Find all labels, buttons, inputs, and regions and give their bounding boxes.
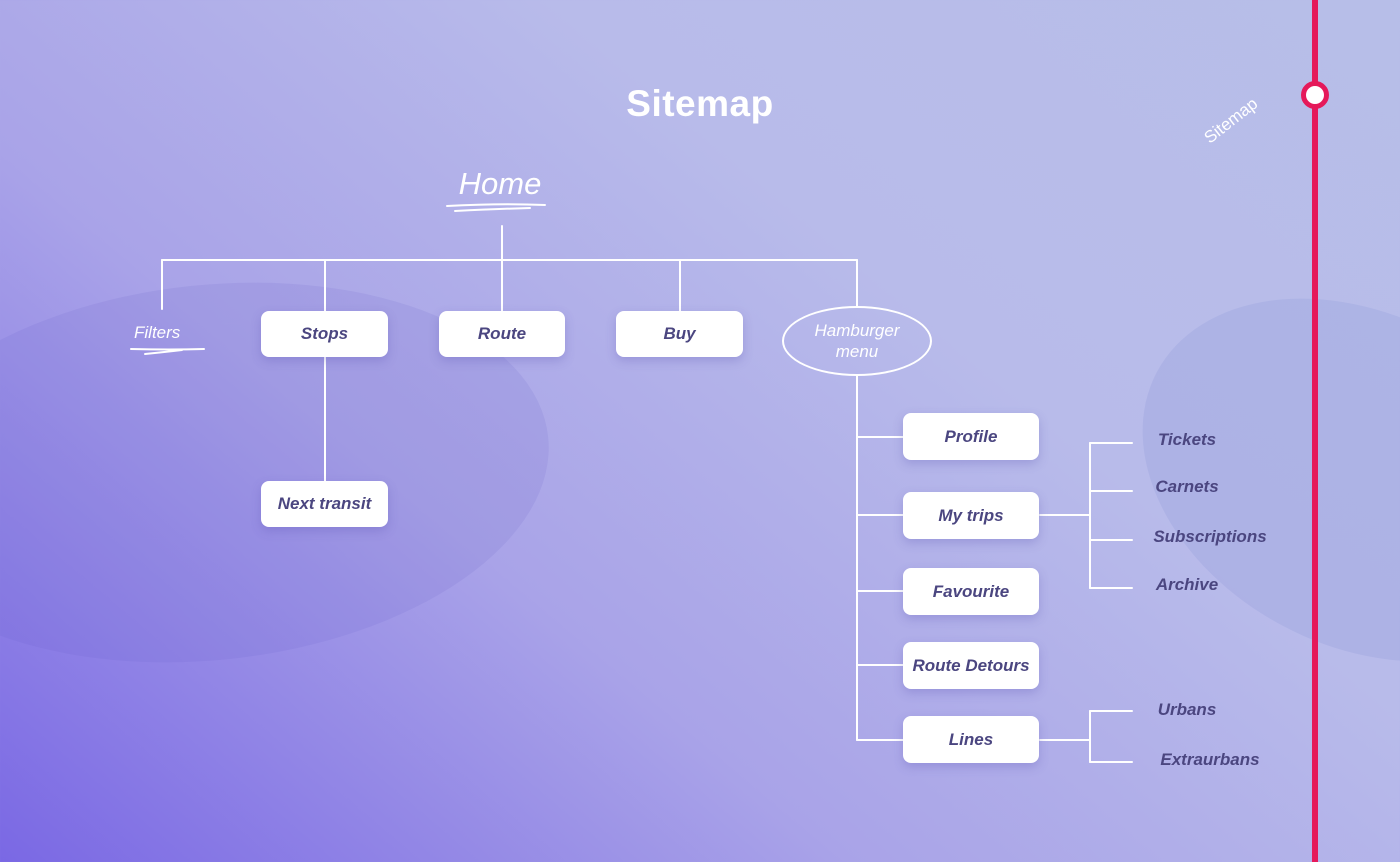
node-lines: Lines — [903, 716, 1039, 763]
filters-underline-2 — [144, 349, 183, 355]
node-favourite: Favourite — [903, 568, 1039, 615]
node-route-detours: Route Detours — [903, 642, 1039, 689]
timeline-marker[interactable] — [1301, 81, 1329, 109]
node-my-trips: My trips — [903, 492, 1039, 539]
node-carnets: Carnets — [1155, 477, 1219, 496]
node-subscriptions: Subscriptions — [1153, 527, 1267, 546]
node-buy: Buy — [616, 311, 743, 357]
node-route: Route — [439, 311, 565, 357]
page-title: Sitemap — [626, 83, 774, 124]
node-tickets: Tickets — [1157, 430, 1217, 449]
node-hamburger-menu: Hamburger menu — [782, 306, 932, 376]
node-filters: Filters — [134, 323, 181, 342]
home-underline-2 — [454, 207, 531, 212]
node-home: Home — [458, 166, 542, 201]
node-next-transit: Next transit — [261, 481, 388, 527]
filters-underline — [130, 348, 205, 351]
node-archive: Archive — [1155, 575, 1219, 594]
node-stops: Stops — [261, 311, 388, 357]
timeline-bar — [1312, 0, 1318, 862]
node-profile: Profile — [903, 413, 1039, 460]
hamburger-menu-line1: Hamburger — [814, 321, 900, 340]
node-extraurbans: Extraurbans — [1160, 750, 1260, 769]
hamburger-menu-line2: menu — [835, 342, 879, 361]
home-underline — [446, 203, 546, 207]
node-urbans: Urbans — [1157, 700, 1217, 719]
